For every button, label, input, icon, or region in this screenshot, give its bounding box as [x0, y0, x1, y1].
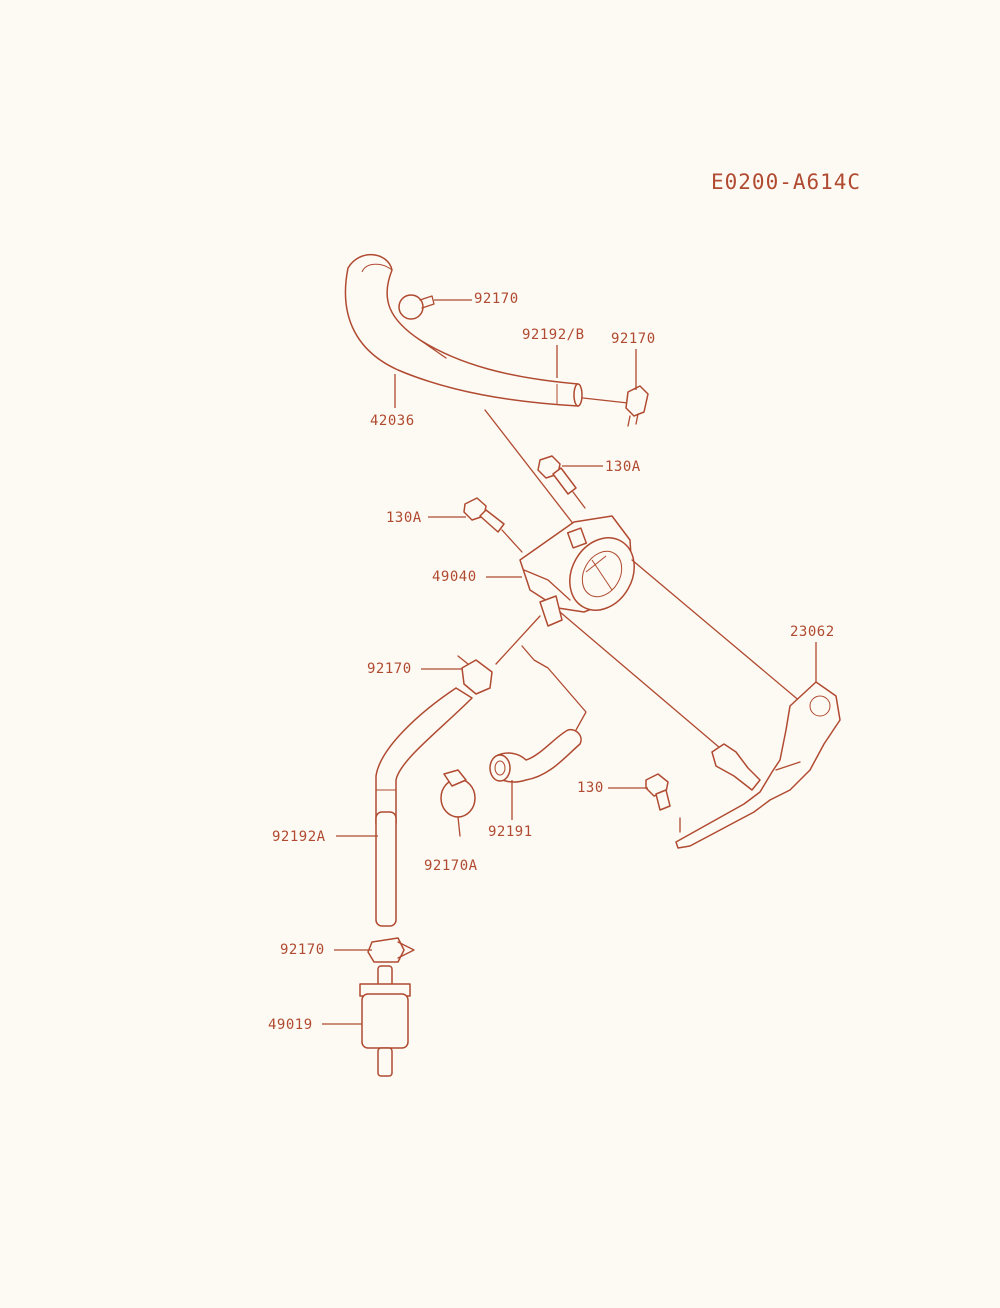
hose-clamp-top-left: [398, 294, 435, 320]
callout-92192b: 92192/B: [522, 327, 585, 343]
assembly-line-bracket-upper: [631, 559, 809, 709]
callout-49019: 49019: [268, 1017, 313, 1033]
callout-92170-top-left: 92170: [474, 291, 519, 307]
bolt-130a-left: [463, 497, 523, 553]
hose-clamp-mid: [457, 655, 493, 695]
routing-line-left: [495, 615, 541, 665]
mounting-bracket: [675, 681, 841, 849]
callout-130a-upper: 130A: [605, 459, 641, 475]
assembly-line-upper: [484, 409, 579, 531]
callout-130: 130: [577, 780, 604, 796]
routing-line-right: [521, 645, 587, 731]
assembly-line-bracket-lower: [559, 611, 721, 749]
diagram-code: E0200-A614C: [711, 170, 862, 194]
callout-92170-mid: 92170: [367, 661, 412, 677]
bolt-130a-upper: [537, 455, 586, 509]
hose-clamp-top-right: [625, 385, 649, 427]
hose-clamp-a: [440, 769, 476, 837]
callout-23062: 23062: [790, 624, 835, 640]
bolt-130: [645, 773, 671, 811]
callout-49040: 49040: [432, 569, 477, 585]
callout-leaders: [322, 299, 817, 1025]
callout-92170-top-right: 92170: [611, 331, 656, 347]
elbow-hose: [489, 728, 582, 783]
main-fuel-hose: [344, 253, 629, 407]
fuel-pump: [519, 515, 635, 627]
hose-clamp-lower: [367, 937, 415, 963]
callout-42036: 42036: [370, 413, 415, 429]
callout-92170a: 92170A: [424, 858, 478, 874]
fuel-filter: [359, 965, 411, 1077]
callout-130a-left: 130A: [386, 510, 422, 526]
callout-92192a: 92192A: [272, 829, 326, 845]
fuel-hose-a: [375, 687, 473, 927]
callout-92170-lower: 92170: [280, 942, 325, 958]
callout-92191: 92191: [488, 824, 533, 840]
